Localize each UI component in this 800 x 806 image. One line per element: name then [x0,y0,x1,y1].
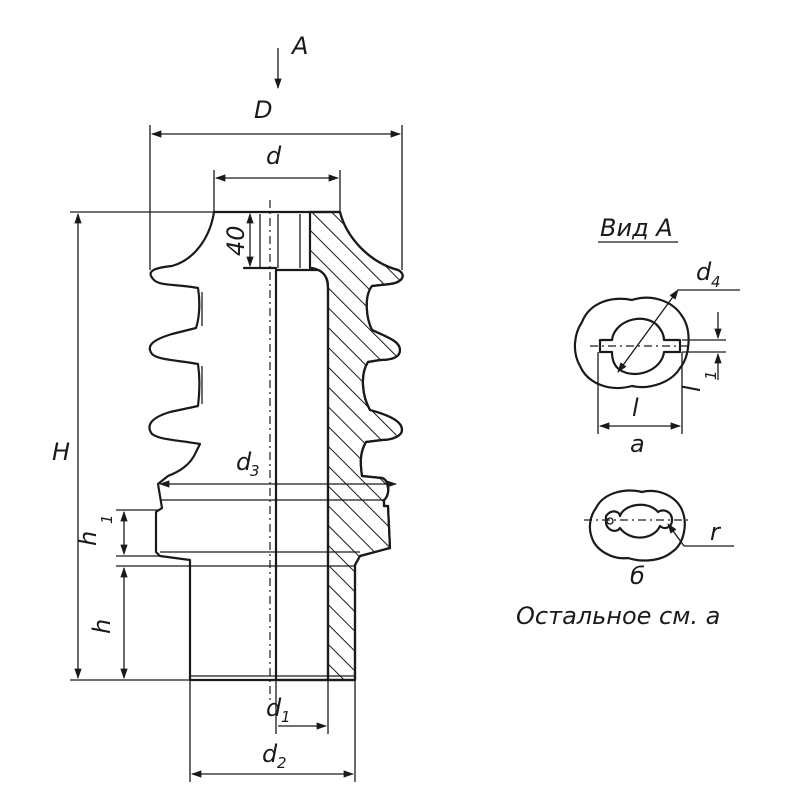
label-d2: d [262,740,278,768]
label-l1-sub: 1 [702,370,720,380]
label-H: H [52,438,70,466]
note-text: Остальное см. a [516,602,720,630]
label-r: r [710,518,722,546]
label-d4: d [696,258,712,286]
view-b-outer-contour [588,489,686,562]
dimensions: A D d 40 H d 3 h 1 h [52,32,403,782]
r-leader-arrow [667,523,685,547]
label-40: 40 [222,225,250,256]
label-d3: d [236,448,252,476]
label-d3-sub: 3 [250,462,260,480]
label-h: h [88,619,116,634]
label-a-top: A [290,32,308,60]
label-d4-sub: 4 [711,273,721,291]
view-b-bore [604,503,674,539]
label-b: б [630,562,645,590]
label-d1: d [266,694,282,722]
view-a-title: Вид A [600,214,673,242]
label-d1-sub: 1 [281,708,291,726]
section-hatching [308,210,404,682]
keyway-radius-mark [606,517,614,525]
label-a: a [630,430,645,458]
label-d2-sub: 2 [277,754,287,772]
label-l: l [632,394,639,422]
label-l1: l [678,385,706,392]
inner-bore [274,268,330,682]
label-h1-sub: 1 [98,514,116,524]
insulator-body [148,210,404,682]
dim-d4-line [617,289,679,373]
label-h1: h [74,531,102,546]
label-D: D [254,96,272,124]
label-d: d [266,142,282,170]
view-a: Вид A d 4 l 1 l a [573,214,740,458]
view-b: r б [584,489,734,590]
